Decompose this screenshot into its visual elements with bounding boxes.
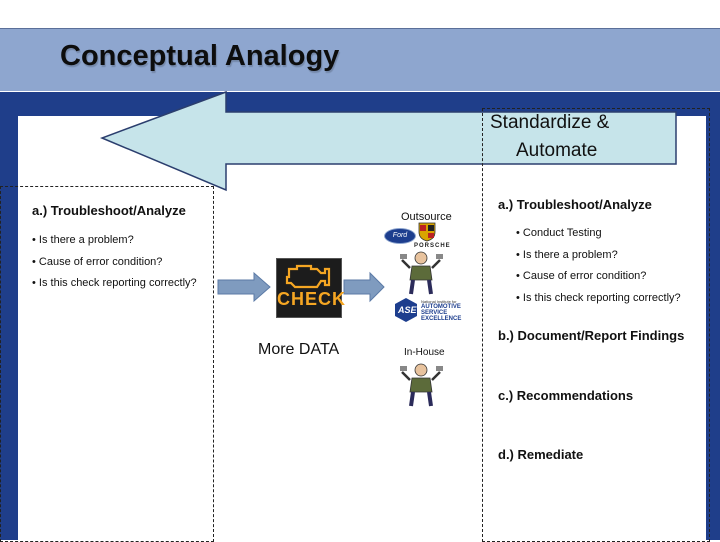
slide-title: Conceptual Analogy [60,40,340,72]
left-bullet-1: • Is there a problem? [32,234,134,246]
ase-text-line3: SERVICE [421,310,448,316]
ase-text-line2: AUTOMOTIVE [421,304,461,310]
ase-text-line1: National Institute for [421,299,457,304]
title-bar [0,28,720,91]
step-b-document-report: b.) Document/Report Findings [498,328,685,343]
porsche-wordmark: PORSCHE [414,243,451,249]
check-text: CHECK [277,289,347,309]
ase-letters: ASE [398,305,417,315]
ase-logo [395,298,417,322]
outsource-label: Outsource [401,211,452,223]
left-bullet-3: • Is this check reporting correctly? [32,277,197,289]
left-bullet-2: • Cause of error condition? [32,256,163,268]
ase-text-line4: EXCELLENCE [421,316,462,322]
arrow-label-line1: Standardize & [490,112,610,133]
porsche-crest-icon [418,222,436,242]
right-bullet-3: • Cause of error condition? [516,270,647,282]
more-data-label: More DATA [258,341,340,358]
inhouse-label: In-House [404,347,445,358]
step-c-recommendations: c.) Recommendations [498,388,634,403]
mechanic-icon [400,251,443,295]
mechanic-inhouse-icon [400,363,443,407]
step-d-remediate: d.) Remediate [498,447,584,462]
check-to-right-arrow [343,271,385,303]
right-bullet-2: • Is there a problem? [516,249,618,261]
arrow-label-line2: Automate [516,140,598,161]
left-to-check-arrow [217,271,271,303]
right-bullet-1: • Conduct Testing [516,227,602,239]
check-engine-icon: CHECK [276,258,347,318]
right-heading: a.) Troubleshoot/Analyze [498,197,652,212]
right-bullet-4: • Is this check reporting correctly? [516,292,681,304]
ford-logo: Ford [384,228,416,244]
left-heading: a.) Troubleshoot/Analyze [32,203,186,218]
